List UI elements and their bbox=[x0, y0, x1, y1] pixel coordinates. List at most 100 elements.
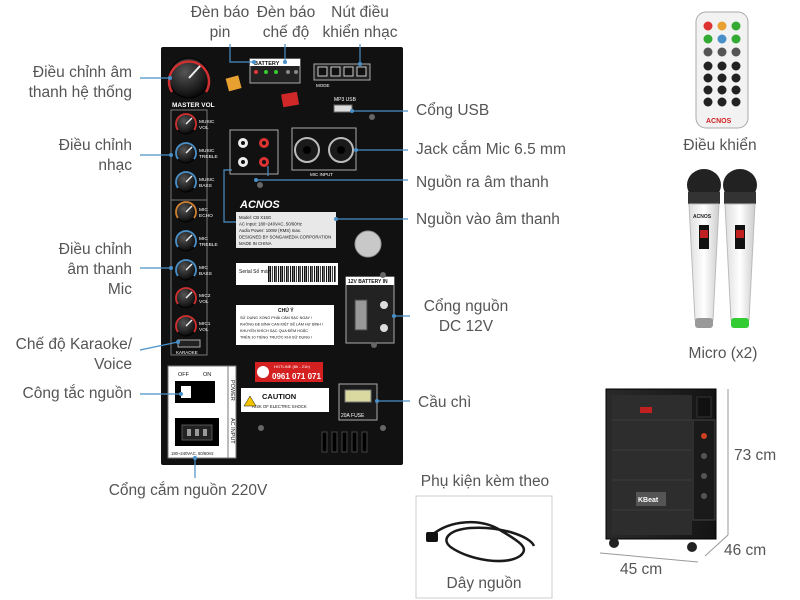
barcode-bar bbox=[294, 266, 296, 282]
label-master-volume: Điều chỉnh âm thanh hệ thống bbox=[28, 64, 132, 101]
label-remote: Điều khiển bbox=[683, 137, 757, 154]
svg-text:20A FUSE: 20A FUSE bbox=[341, 413, 365, 419]
usb-port[interactable]: MP3 USB bbox=[333, 97, 357, 113]
svg-text:KBeat: KBeat bbox=[638, 497, 659, 504]
panel-brand: ACNOS bbox=[239, 199, 280, 211]
remote-button bbox=[731, 47, 741, 57]
svg-text:12V BATTERY IN: 12V BATTERY IN bbox=[348, 279, 388, 285]
barcode-bar bbox=[312, 266, 313, 282]
barcode-bar bbox=[290, 266, 292, 282]
knob-label: MIC2 bbox=[199, 293, 211, 299]
remote-control: ACNOS bbox=[695, 11, 749, 129]
microphone-1: ACNOS bbox=[687, 169, 721, 328]
label-dc-port: Cổng nguồn DC 12V bbox=[423, 298, 509, 335]
label-mode-led: Đèn báo chế độ bbox=[256, 4, 316, 41]
svg-text:Serial Số máy: Serial Số máy bbox=[239, 269, 271, 275]
barcode-bar bbox=[314, 266, 316, 282]
serial-label: Serial Số máy bbox=[236, 263, 338, 285]
barcode-bar bbox=[280, 266, 282, 282]
svg-text:MODE: MODE bbox=[316, 83, 330, 88]
model-label: Model: CB X15G AC Input: 180~240VAC, 50/6… bbox=[236, 212, 336, 248]
dc-battery-in[interactable]: 12V BATTERY IN bbox=[345, 276, 395, 344]
knob-label: MUSIC bbox=[199, 119, 215, 125]
label-usb-port: Cổng USB bbox=[416, 102, 490, 119]
remote-number-button bbox=[703, 73, 713, 83]
rca-jacks[interactable] bbox=[229, 129, 279, 175]
model-line: MADE IN CHINA bbox=[239, 241, 272, 246]
label-accessories: Phụ kiện kèm theo bbox=[420, 473, 550, 490]
warning-line: KHUYẾN KHÍCH SẠC QUA ĐÊM HOẶC bbox=[240, 328, 308, 333]
barcode-bar bbox=[330, 266, 332, 282]
screws bbox=[257, 114, 386, 431]
model-line: DESIGNED BY SONGAMEDIA CORPORATION bbox=[239, 235, 331, 240]
mic-jacks[interactable]: MIC INPUT bbox=[291, 127, 357, 177]
svg-text:ON: ON bbox=[203, 372, 211, 378]
label-ac-port: Cổng cắm nguồn 220V bbox=[108, 482, 268, 499]
barcode-bar bbox=[326, 266, 328, 282]
svg-text:AC INPUT: AC INPUT bbox=[229, 418, 235, 444]
music-control-buttons[interactable]: MODE bbox=[313, 63, 371, 88]
remote-number-button bbox=[717, 73, 727, 83]
barcode-bar bbox=[324, 266, 325, 282]
knob-label: ECHO bbox=[199, 213, 213, 219]
speaker-cabinet: KBeat bbox=[605, 388, 717, 552]
svg-text:BATTERY: BATTERY bbox=[254, 61, 280, 67]
label-power-cord: Dây nguồn bbox=[446, 575, 522, 592]
remote-number-button bbox=[731, 61, 741, 71]
knob-label: TREBLE bbox=[199, 242, 218, 248]
knob-label: MIC bbox=[199, 207, 208, 213]
leader-dots bbox=[168, 60, 396, 460]
ac-input-socket[interactable] bbox=[175, 418, 219, 446]
barcode-bar bbox=[318, 266, 320, 282]
svg-text:HOTLINE (8h - 21h): HOTLINE (8h - 21h) bbox=[274, 364, 310, 369]
master-vol-knob[interactable] bbox=[167, 57, 211, 99]
model-line: Audio Power: 100W (RMS) max. bbox=[239, 228, 301, 233]
svg-text:0961 071 071: 0961 071 071 bbox=[272, 372, 321, 381]
barcode-bar bbox=[310, 266, 312, 282]
karaoke-switch[interactable] bbox=[177, 339, 201, 348]
label-mic-adjust: Điều chỉnh âm thanh Mic bbox=[58, 241, 132, 298]
barcode-bar bbox=[268, 266, 270, 282]
barcode-bar bbox=[270, 266, 272, 282]
barcode-bar bbox=[286, 266, 288, 282]
barcode-bar bbox=[296, 266, 297, 282]
barcode-bar bbox=[304, 266, 306, 282]
fuse-holder[interactable]: 20A FUSE bbox=[338, 383, 378, 421]
power-switch[interactable] bbox=[175, 381, 215, 403]
warning-line: SỬ DỤNG XONG PHẢI CẮM SẠC NGAY ! bbox=[240, 315, 312, 320]
barcode-bar bbox=[298, 266, 300, 282]
dimension-lines bbox=[599, 389, 729, 563]
remote-button bbox=[731, 34, 741, 44]
barcode-bar bbox=[274, 266, 276, 282]
caution-label: CAUTION RISK OF ELECTRIC SHOCK bbox=[241, 388, 329, 412]
remote-number-button bbox=[717, 97, 727, 107]
knob-label: MIC1 bbox=[199, 321, 211, 327]
label-fuse: Cầu chì bbox=[418, 394, 472, 411]
remote-button bbox=[703, 21, 713, 31]
knob-label: MIC bbox=[199, 236, 208, 242]
knob-label: TREBLE bbox=[199, 154, 218, 160]
label-music-buttons: Nút điều khiển nhạc bbox=[322, 4, 398, 41]
microphone-2 bbox=[723, 169, 757, 328]
model-line: Model: CB X15G bbox=[239, 215, 272, 220]
label-micro: Micro (x2) bbox=[688, 345, 758, 362]
svg-text:CAUTION: CAUTION bbox=[262, 392, 296, 401]
hotline-label: HOTLINE (8h - 21h) 0961 071 071 bbox=[255, 362, 323, 382]
svg-text:POWER: POWER bbox=[229, 380, 235, 401]
remote-button bbox=[717, 34, 727, 44]
barcode-bar bbox=[284, 266, 285, 282]
remote-number-button bbox=[717, 85, 727, 95]
barcode-bar bbox=[278, 266, 280, 282]
model-line: AC Input: 180~240VAC, 50/60Hz bbox=[239, 222, 302, 227]
label-music-adjust: Điều chỉnh nhạc bbox=[58, 137, 132, 174]
master-vol-label: MASTER VOL bbox=[172, 102, 215, 109]
